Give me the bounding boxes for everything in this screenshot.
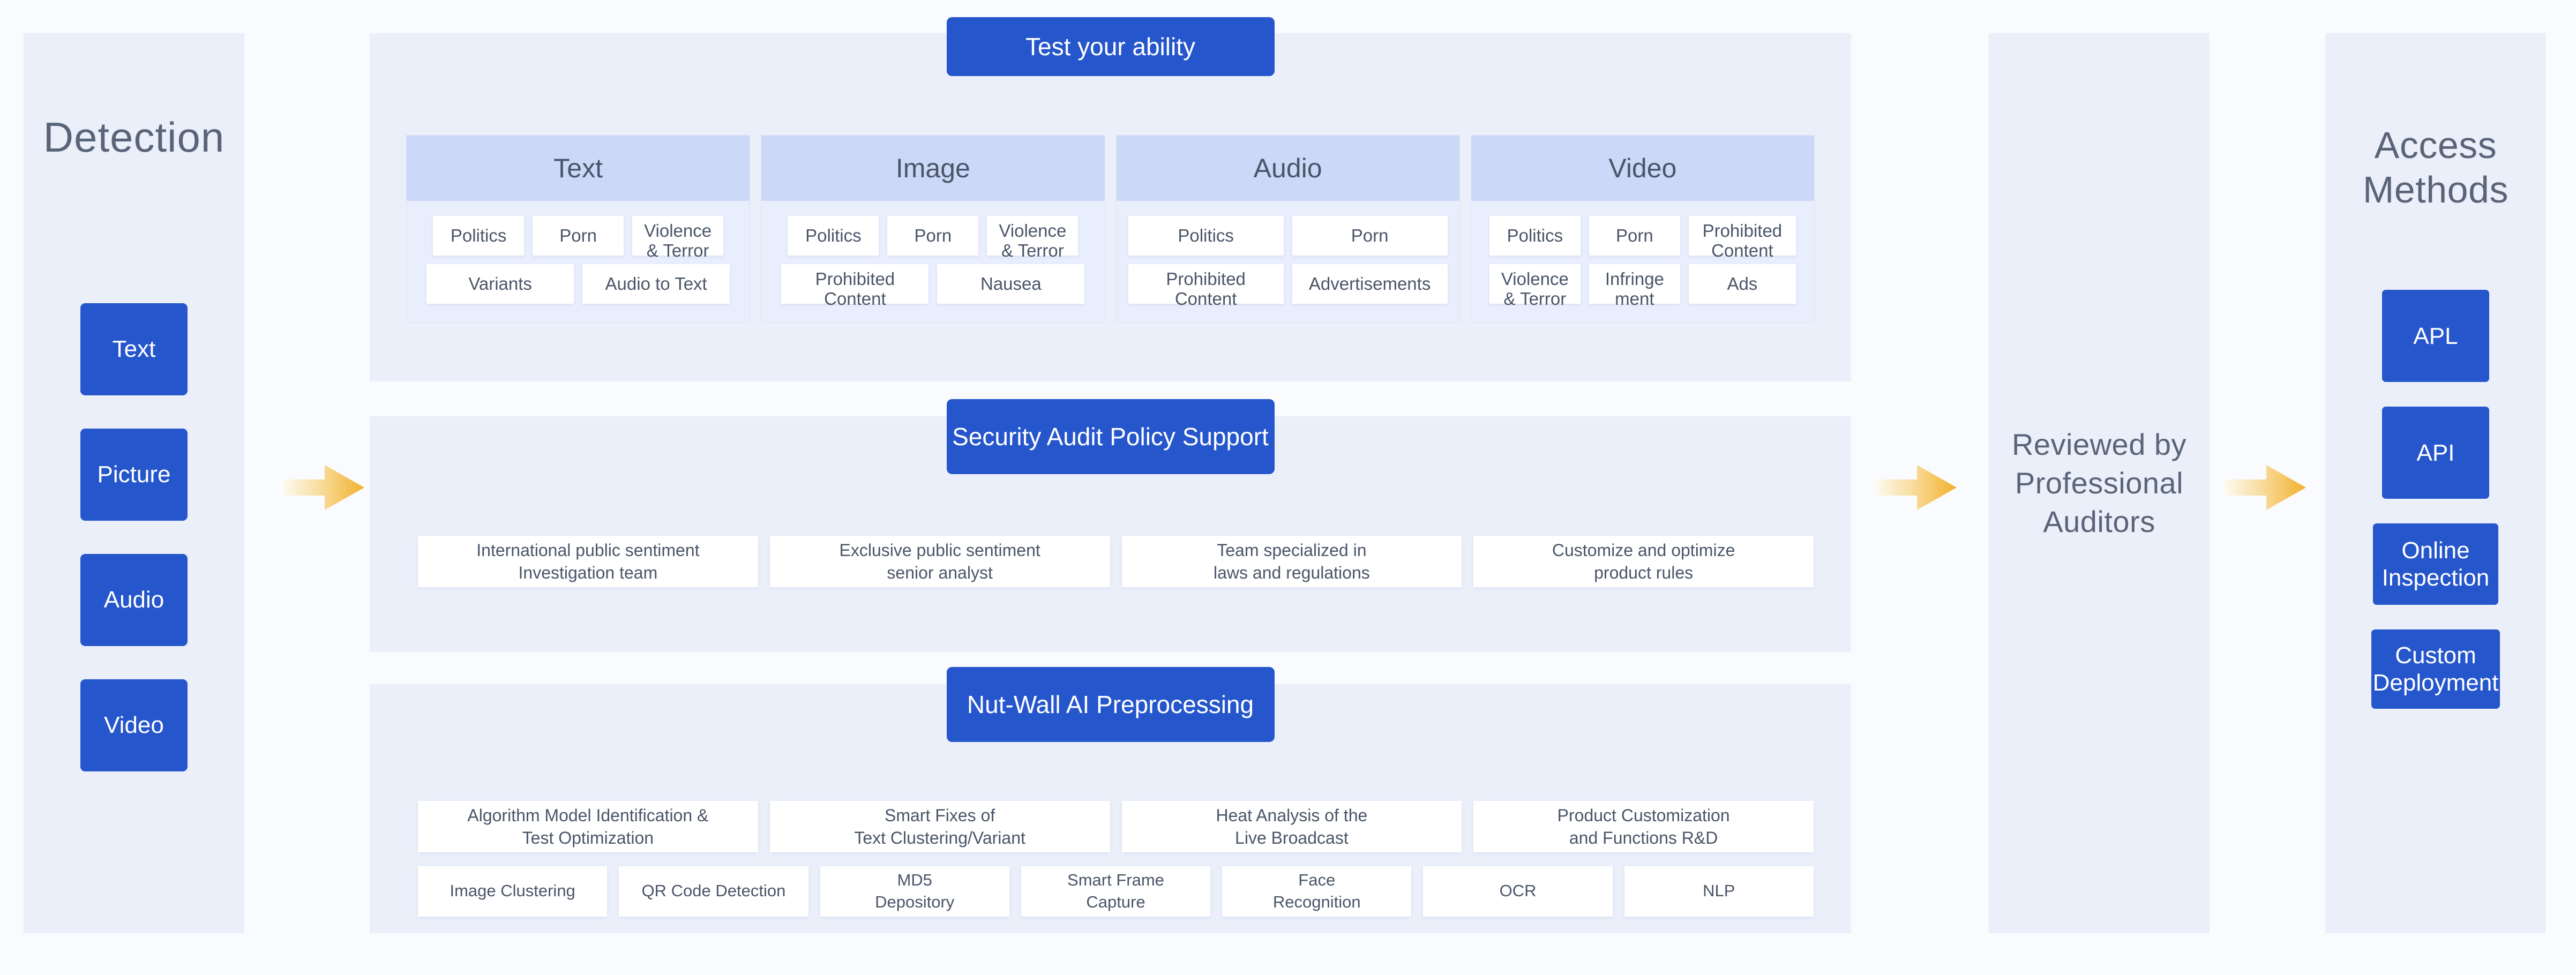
policy-box-international-sentiment[interactable]: International public sentiment Investiga… bbox=[418, 536, 758, 588]
tag-porn[interactable]: Porn bbox=[887, 216, 979, 256]
preprocess-box-heat-analysis[interactable]: Heat Analysis of the Live Broadcast bbox=[1121, 801, 1462, 853]
tag-prohibited-content[interactable]: Prohibited Content bbox=[781, 264, 929, 309]
preprocess-box-product-customization[interactable]: Product Customization and Functions R&D bbox=[1473, 801, 1814, 853]
tag-politics[interactable]: Politics bbox=[1128, 216, 1284, 256]
media-card-tags-audio: Politics Porn Prohibited Content Adverti… bbox=[1117, 201, 1459, 322]
preprocess-section-badge: Nut-Wall AI Preprocessing bbox=[946, 667, 1275, 742]
preprocess-box-face-recognition[interactable]: Face Recognition bbox=[1222, 866, 1412, 917]
preprocess-box-list-row1: Algorithm Model Identification & Test Op… bbox=[418, 801, 1814, 853]
tag-politics[interactable]: Politics bbox=[1489, 216, 1581, 256]
tag-violence-terror[interactable]: Violence & Terror bbox=[1489, 264, 1581, 309]
policy-box-exclusive-sentiment[interactable]: Exclusive public sentiment senior analys… bbox=[769, 536, 1110, 588]
media-card-audio: Audio Politics Porn Prohibited Content A… bbox=[1115, 135, 1460, 322]
policy-box-laws-regulations[interactable]: Team specialized in laws and regulations bbox=[1121, 536, 1462, 588]
access-chip-api[interactable]: API bbox=[2382, 407, 2489, 499]
tag-porn[interactable]: Porn bbox=[533, 216, 624, 256]
tag-violence-terror[interactable]: Violence & Terror bbox=[987, 216, 1079, 260]
media-card-title-text: Text bbox=[407, 136, 750, 201]
policy-box-product-rules[interactable]: Customize and optimize product rules bbox=[1473, 536, 1814, 588]
tag-porn[interactable]: Porn bbox=[1589, 216, 1680, 256]
media-card-text: Text Politics Porn Violence & Terror Var… bbox=[406, 135, 751, 322]
ability-section-badge: Test your ability bbox=[946, 17, 1275, 76]
policy-box-list: International public sentiment Investiga… bbox=[418, 536, 1814, 588]
middle-column: Test your ability Text Politics Porn Vio… bbox=[370, 17, 1851, 933]
flow-arrow-right-icon bbox=[283, 462, 364, 513]
detection-chip-text[interactable]: Text bbox=[80, 303, 188, 395]
media-card-tags-text: Politics Porn Violence & Terror Variants… bbox=[407, 201, 750, 322]
access-methods-chip-list: APL API Online Inspection Custom Deploym… bbox=[2371, 290, 2500, 709]
flow-arrow-right-icon bbox=[2225, 462, 2306, 513]
preprocess-box-ocr[interactable]: OCR bbox=[1423, 866, 1613, 917]
access-chip-apl[interactable]: APL bbox=[2382, 290, 2489, 382]
reviewed-panel-text: Reviewed by Professional Auditors bbox=[2011, 428, 2187, 538]
tag-ads[interactable]: Ads bbox=[1688, 264, 1796, 304]
tag-nausea[interactable]: Nausea bbox=[937, 264, 1085, 304]
access-methods-title: Access Methods bbox=[2363, 124, 2508, 211]
preprocess-box-md5-depository[interactable]: MD5 Depository bbox=[820, 866, 1009, 917]
preprocess-box-list-row2: Image Clustering QR Code Detection MD5 D… bbox=[418, 866, 1814, 917]
detection-title: Detection bbox=[43, 114, 225, 161]
preprocess-box-smart-frame-capture[interactable]: Smart Frame Capture bbox=[1021, 866, 1211, 917]
policy-section-badge: Security Audit Policy Support bbox=[946, 399, 1275, 474]
media-card-title-audio: Audio bbox=[1116, 136, 1459, 201]
media-card-tags-video: Politics Porn Prohibited Content Violenc… bbox=[1471, 201, 1814, 322]
preprocess-box-nlp[interactable]: NLP bbox=[1624, 866, 1814, 917]
detection-chip-video[interactable]: Video bbox=[80, 679, 188, 771]
preprocess-section: Nut-Wall AI Preprocessing Algorithm Mode… bbox=[370, 667, 1851, 933]
detection-chip-list: Text Picture Audio Video bbox=[80, 303, 188, 771]
preprocess-box-qr-code-detection[interactable]: QR Code Detection bbox=[619, 866, 808, 917]
detection-chip-audio[interactable]: Audio bbox=[80, 553, 188, 646]
tag-infringement[interactable]: Infringe ment bbox=[1589, 264, 1680, 309]
tag-porn[interactable]: Porn bbox=[1292, 216, 1448, 256]
preprocess-box-smart-fixes[interactable]: Smart Fixes of Text Clustering/Variant bbox=[769, 801, 1110, 853]
ability-card-list: Text Politics Porn Violence & Terror Var… bbox=[406, 135, 1815, 322]
preprocess-box-algorithm-model[interactable]: Algorithm Model Identification & Test Op… bbox=[418, 801, 758, 853]
policy-section: Security Audit Policy Support Internatio… bbox=[370, 399, 1851, 652]
detection-panel: Detection Text Picture Audio Video bbox=[24, 33, 244, 933]
reviewed-panel: Reviewed by Professional Auditors bbox=[1989, 33, 2210, 933]
tag-audio-to-text[interactable]: Audio to Text bbox=[582, 264, 730, 304]
media-card-title-image: Image bbox=[761, 136, 1105, 201]
tag-variants[interactable]: Variants bbox=[426, 264, 574, 304]
media-card-tags-image: Politics Porn Violence & Terror Prohibit… bbox=[761, 201, 1104, 322]
tag-politics[interactable]: Politics bbox=[433, 216, 525, 256]
preprocess-box-image-clustering[interactable]: Image Clustering bbox=[418, 866, 608, 917]
tag-prohibited-content[interactable]: Prohibited Content bbox=[1688, 216, 1796, 260]
tag-violence-terror[interactable]: Violence & Terror bbox=[632, 216, 724, 260]
tag-prohibited-content[interactable]: Prohibited Content bbox=[1128, 264, 1284, 309]
media-card-title-video: Video bbox=[1471, 136, 1814, 201]
flow-arrow-right-icon bbox=[1875, 462, 1957, 513]
detection-chip-picture[interactable]: Picture bbox=[80, 428, 188, 521]
access-chip-custom-deployment[interactable]: Custom Deployment bbox=[2371, 629, 2500, 709]
media-card-video: Video Politics Porn Prohibited Content V… bbox=[1470, 135, 1815, 322]
access-chip-online-inspection[interactable]: Online Inspection bbox=[2373, 523, 2498, 605]
media-card-image: Image Politics Porn Violence & Terror Pr… bbox=[761, 135, 1105, 322]
ability-section: Test your ability Text Politics Porn Vio… bbox=[370, 17, 1851, 381]
tag-politics[interactable]: Politics bbox=[788, 216, 879, 256]
access-methods-panel: Access Methods APL API Online Inspection… bbox=[2325, 33, 2546, 933]
tag-advertisements[interactable]: Advertisements bbox=[1292, 264, 1448, 304]
